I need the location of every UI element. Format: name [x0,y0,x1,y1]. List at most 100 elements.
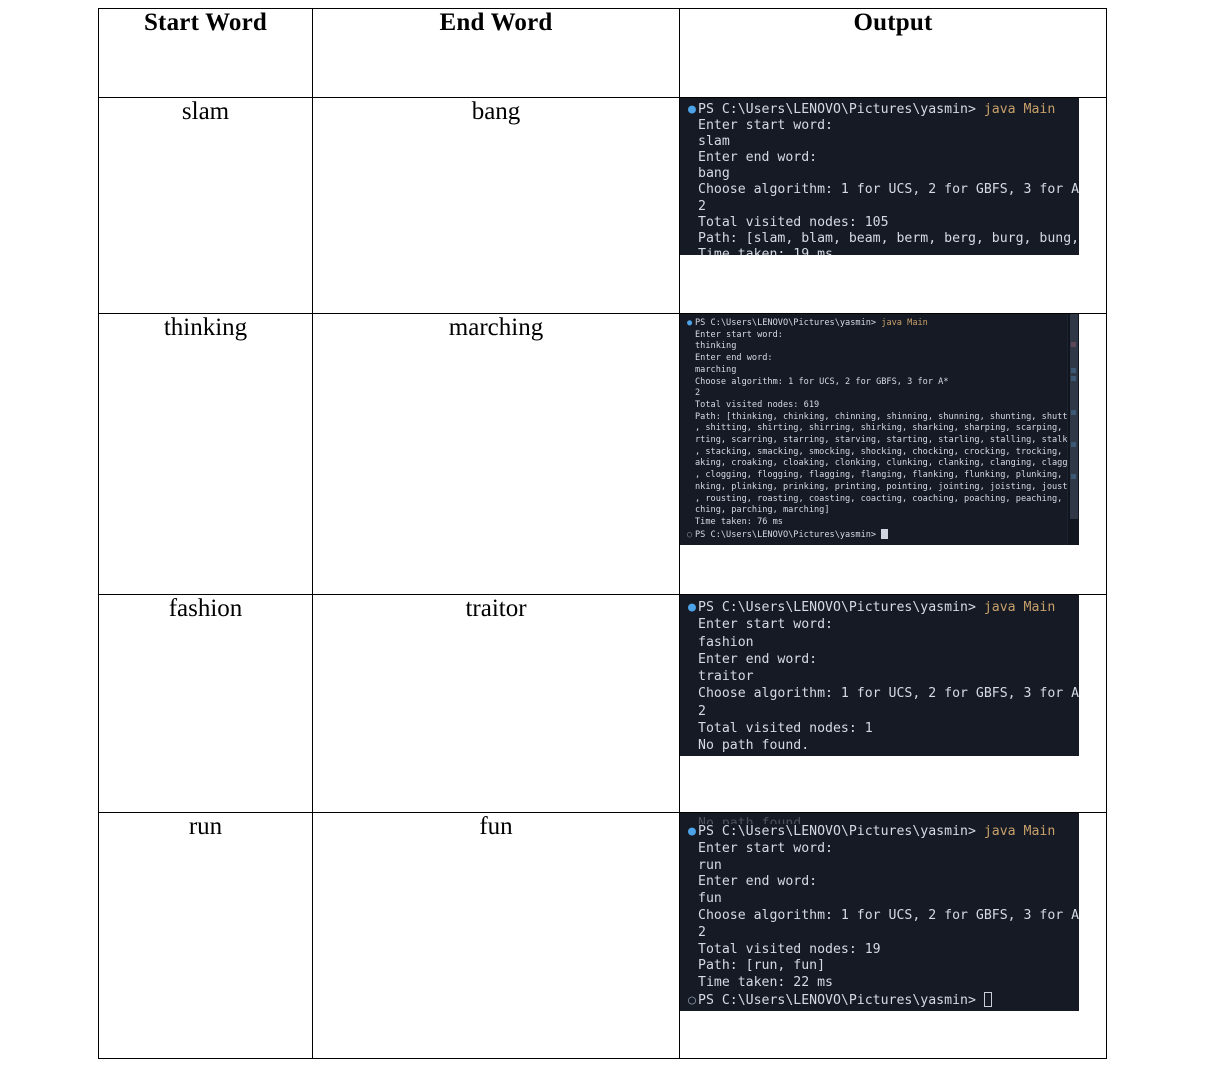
terminal-line-text: bang [698,166,730,182]
cell-end-word: bang [312,97,680,314]
scrollbar-thumb[interactable] [1070,314,1078,519]
terminal-line-text: nking, plinking, prinking, printing, poi… [695,481,1079,492]
terminal-screenshot-2: ● PS C:\Users\LENOVO\Pictures\yasmin> jav… [680,314,1079,545]
terminal-prompt: PS C:\Users\LENOVO\Pictures\yasmin> [695,529,877,540]
prompt-status-dot-icon: ● [687,318,693,328]
line-indent [687,470,694,482]
line-indent [688,651,697,668]
terminal-line: ching, parching, marching] [680,505,1079,517]
terminal-line: run [680,858,1079,875]
terminal-prompt: PS C:\Users\LENOVO\Pictures\yasmin> [698,992,976,1008]
terminal-line-text: thinking [695,341,737,352]
prompt-status-dot-icon: ● [688,102,696,117]
terminal-line: , shitting, shirting, shirring, shirking… [680,423,1079,435]
terminal-line: 2 [680,925,1079,942]
line-indent [688,182,697,198]
line-indent [687,330,694,342]
terminal-line: marching [680,365,1079,377]
line-indent [688,231,697,247]
line-indent [687,341,694,353]
line-indent [687,412,694,424]
terminal-line-text: Enter start word: [698,118,833,134]
line-indent [688,668,697,685]
terminal-line: Enter start word: [680,841,1079,858]
terminal-line-text: Choose algorithm: 1 for UCS, 2 for GBFS,… [698,907,1079,923]
prompt-status-dot-icon: ● [688,600,696,615]
terminal-line: Time taken: 76 ms [680,517,1079,529]
terminal-line-text: 2 [698,703,706,719]
terminal-line: fashion [680,634,1079,651]
cell-end-word: traitor [312,594,680,813]
line-indent [688,150,697,166]
terminal-line-text: marching [695,364,737,375]
terminal-command: java Main [983,824,1056,839]
cell-start-word: run [98,812,313,1059]
terminal-line: nking, plinking, prinking, printing, poi… [680,482,1079,494]
terminal-final-prompt-line: ○PS C:\Users\LENOVO\Pictures\yasmin> [680,528,1079,542]
terminal-line-text: 2 [695,388,701,399]
cell-start-word: thinking [98,313,313,595]
terminal-line-text: fashion [698,634,754,650]
line-indent [688,942,697,959]
line-indent [687,435,694,447]
terminal-line-text: Path: [run, fun] [698,958,826,974]
line-indent [688,958,697,975]
terminal-line-text: Enter end word: [698,651,818,667]
terminal-line-text: Total visited nodes: 619 [695,399,820,410]
terminal-line: rting, scarring, starring, starving, sta… [680,435,1079,447]
table-header-row: Start Word End Word Output [98,8,1107,98]
table-row: thinking marching ● PS C:\Users\LENOVO\Pi… [98,313,1107,595]
terminal-line: Time taken: 19 ms [680,247,1079,255]
word-ladder-results-table: Start Word End Word Output slam bang ●PS… [98,8,1107,1059]
cell-output: ● PS C:\Users\LENOVO\Pictures\yasmin> jav… [679,313,1107,595]
terminal-line: , rousting, roasting, coasting, coacting… [680,494,1079,506]
cell-output: No path found. ●PS C:\Users\LENOVO\Pictu… [679,812,1107,1059]
terminal-line-text: Choose algorithm: 1 for UCS, 2 for GBFS,… [695,376,949,387]
terminal-line-text: Total visited nodes: 19 [698,941,881,957]
terminal-line-text: Enter start word: [698,840,833,856]
line-indent [688,199,697,215]
terminal-line-text: Enter end word: [698,150,818,166]
terminal-line: fun [680,891,1079,908]
line-indent [687,505,694,517]
terminal-scrolled-line: No path found. [680,817,1079,824]
line-indent [688,737,697,754]
line-indent [688,634,697,651]
terminal-line: Path: [thinking, chinking, chinning, shi… [680,412,1079,424]
terminal-scrollbar[interactable] [1067,314,1079,545]
terminal-line-text: Total visited nodes: 105 [698,214,889,230]
terminal-line-text: traitor [698,669,754,685]
terminal-cursor [983,991,992,1007]
line-indent [688,134,697,150]
terminal-command: java Main [881,318,928,328]
line-indent [688,841,697,858]
terminal-line-text: Path: [slam, blam, beam, berm, berg, bur… [698,230,1079,246]
terminal-line-text: 2 [698,198,706,214]
line-indent [688,215,697,231]
terminal-line: 2 [680,199,1079,215]
terminal-line: Enter start word: [680,616,1079,633]
terminal-line: traitor [680,668,1079,685]
line-indent [688,858,697,875]
terminal-line: bang [680,166,1079,182]
line-indent [687,447,694,459]
line-indent [688,247,697,255]
terminal-line: Total visited nodes: 105 [680,215,1079,231]
column-header-start-word: Start Word [98,8,313,98]
terminal-line-text: Time taken: 19 ms [698,246,833,255]
terminal-line-text: Path: [thinking, chinking, chinning, shi… [695,411,1079,422]
line-indent [687,482,694,494]
column-header-end-word: End Word [312,8,680,98]
terminal-line: thinking [680,341,1079,353]
terminal-screenshot-3: ●PS C:\Users\LENOVO\Pictures\yasmin> jav… [680,595,1079,756]
terminal-line: Choose algorithm: 1 for UCS, 2 for GBFS,… [680,908,1079,925]
line-indent [687,400,694,412]
terminal-line: Total visited nodes: 1 [680,720,1079,737]
terminal-line: aking, croaking, cloaking, clonking, clu… [680,458,1079,470]
terminal-line-text: Choose algorithm: 1 for UCS, 2 for GBFS,… [698,686,1079,702]
terminal-screenshot-4: No path found. ●PS C:\Users\LENOVO\Pictu… [680,813,1079,1011]
terminal-line: Enter end word: [680,651,1079,668]
terminal-line: Total visited nodes: 619 [680,400,1079,412]
terminal-line-text: 2 [698,924,706,940]
